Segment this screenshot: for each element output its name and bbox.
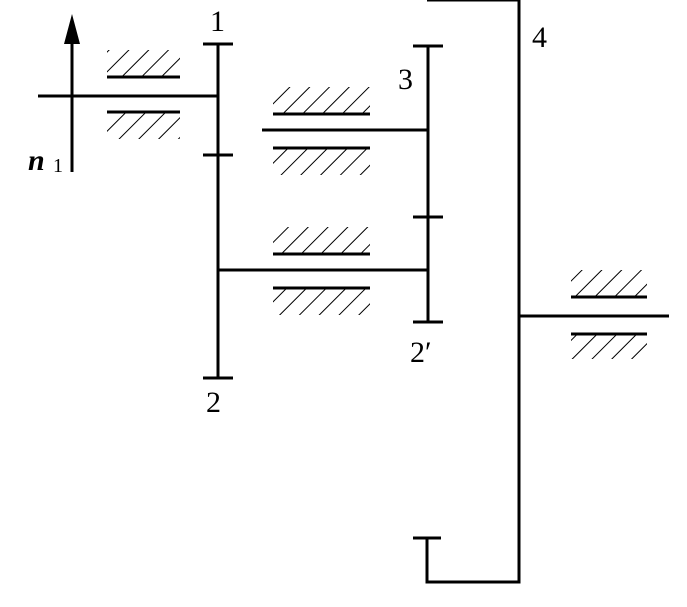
input-speed-label: n xyxy=(28,144,45,177)
input-bearing xyxy=(107,50,180,139)
gear-2prime-label: 2′ xyxy=(410,336,432,369)
input-speed-subscript: 1 xyxy=(53,155,63,177)
input-speed-arrow xyxy=(64,14,80,172)
gear-1-label: 1 xyxy=(210,5,225,38)
gear-3-2prime-member xyxy=(413,44,443,324)
output-bearing xyxy=(571,270,647,359)
gear-2-label: 2 xyxy=(206,386,221,419)
gear-3-label: 3 xyxy=(398,63,413,96)
upper-bearing xyxy=(273,87,370,175)
ring-gear-4 xyxy=(413,0,521,584)
gear-4-label: 4 xyxy=(532,21,547,54)
gear-1-2-member xyxy=(203,42,233,380)
lower-bearing xyxy=(273,227,370,315)
